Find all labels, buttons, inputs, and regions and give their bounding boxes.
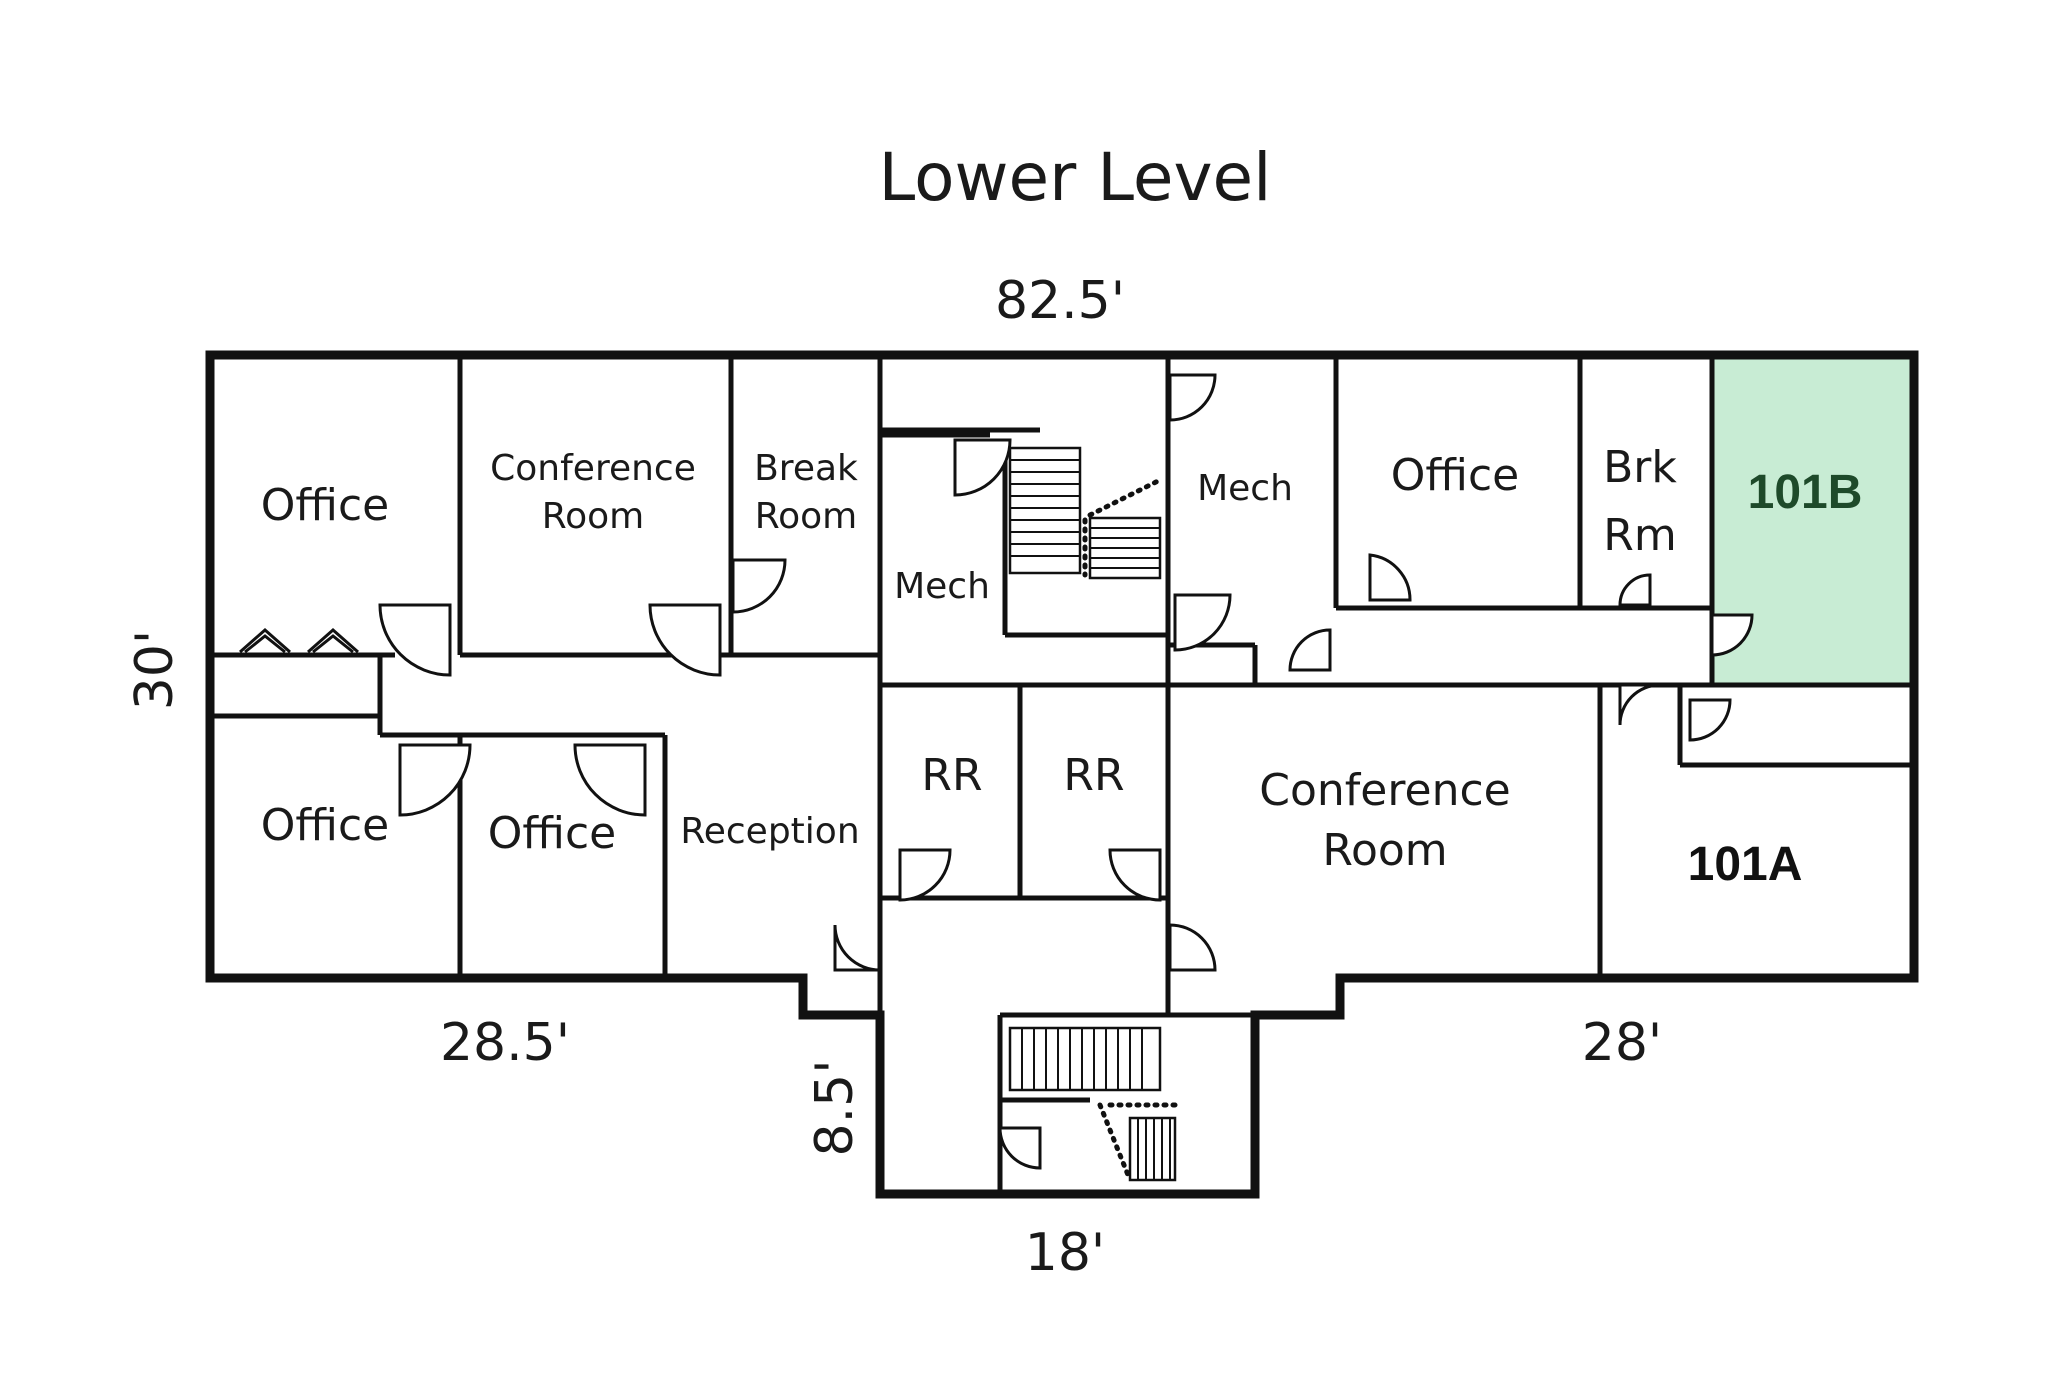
dimension-stair-depth: 8.5' [805, 1060, 865, 1157]
room-101b[interactable]: 101B [1748, 466, 1863, 519]
room-brk-line1[interactable]: Brk [1603, 442, 1677, 493]
dimension-stair-width: 18' [1025, 1223, 1105, 1283]
room-break-line2[interactable]: Room [755, 496, 858, 537]
room-rr-2[interactable]: RR [1063, 750, 1124, 801]
building-outline [205, 350, 1919, 1199]
room-mech-left[interactable]: Mech [894, 566, 990, 607]
room-office-sw[interactable]: Office [261, 800, 389, 851]
dimension-left: 30' [125, 630, 185, 710]
room-101a[interactable]: 101A [1688, 838, 1803, 891]
room-mech-right[interactable]: Mech [1197, 468, 1293, 509]
dimension-bottom-left: 28.5' [440, 1013, 570, 1073]
room-conference-north-line2[interactable]: Room [542, 496, 645, 537]
bifold-door-marks [239, 628, 359, 654]
room-conference-south-line1[interactable]: Conference [1259, 765, 1510, 816]
room-break-line1[interactable]: Break [754, 448, 858, 489]
dimension-bottom-right: 28' [1582, 1013, 1662, 1073]
dimension-top: 82.5' [995, 271, 1125, 331]
room-office-ne[interactable]: Office [1391, 450, 1519, 501]
room-office-nw[interactable]: Office [261, 480, 389, 531]
south-stair [1000, 1026, 1178, 1183]
room-conference-north-line1[interactable]: Conference [490, 448, 696, 489]
doors [378, 373, 1754, 1170]
room-office-south[interactable]: Office [488, 808, 616, 859]
plan-title: Lower Level [879, 139, 1272, 216]
central-stair [1008, 446, 1163, 580]
room-brk-line2[interactable]: Rm [1603, 510, 1676, 561]
room-rr-1[interactable]: RR [921, 750, 982, 801]
room-reception[interactable]: Reception [680, 811, 859, 852]
room-conference-south-line2[interactable]: Room [1322, 825, 1447, 876]
